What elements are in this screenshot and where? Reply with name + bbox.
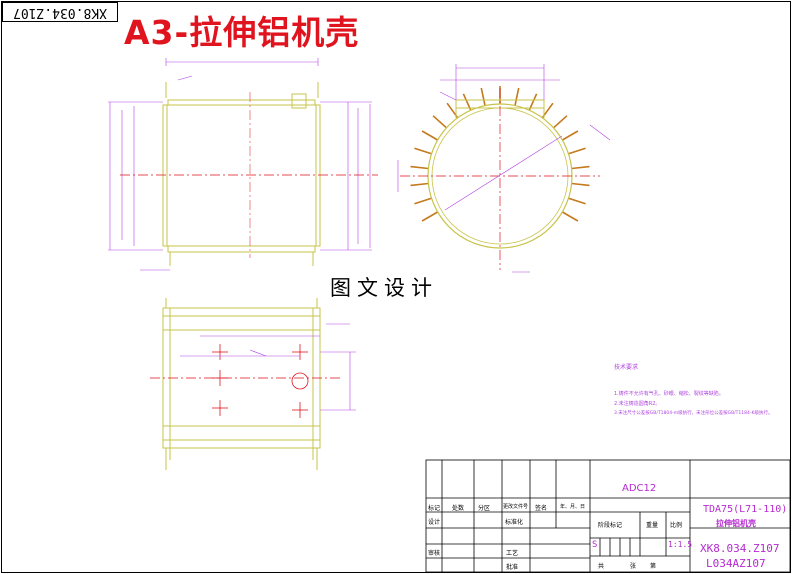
drawing-title: A3-拉伸铝机壳 [124,13,360,52]
cooling-fin [568,197,586,205]
cooling-fin [552,115,568,129]
label-zone: 分区 [478,505,491,512]
cooling-fin [432,115,448,129]
cooling-fin [410,165,429,170]
scale-value: 1:1.5 [668,540,693,549]
title-block-drawing-code: L034AZ107 [706,557,766,570]
title-block-frame [425,459,791,573]
cooling-fin [561,211,579,222]
note-item-2: 2.未注铸造圆角R2。 [614,401,661,407]
label-standardize: 标准化 [505,519,524,526]
top-view [150,298,356,470]
cooling-fin [571,182,590,187]
drawing-number-stamp: XK8.034.Z107 [2,2,118,22]
front-view [108,58,378,271]
label-date: 年、月、日 [560,504,586,510]
label-designer: 设计 [428,519,441,526]
side-view [397,64,611,273]
cooling-fin [414,197,432,205]
cooling-fin [568,147,586,155]
label-scale: 比例 [670,522,683,529]
label-process: 工艺 [506,550,519,557]
label-sheet-total: 共 [598,563,605,570]
title-block-drawing-number: XK8.034.Z107 [700,542,780,555]
cooling-fin [528,93,538,111]
cooling-fin [421,211,439,222]
label-weight: 重量 [646,522,659,529]
cooling-fin [421,130,439,141]
label-approve: 批准 [506,564,519,571]
cooling-fin [414,147,432,155]
cooling-fin [410,182,429,187]
cooling-fin [480,87,486,106]
label-sheet-of: 第 [650,563,657,570]
title-block-drawing-title: TDA75(L71-110) [703,504,788,515]
label-review: 审核 [428,550,441,557]
notes-heading: 技术要求 [614,364,639,371]
note-item-1: 1.铸件不允许有气孔、砂眼、缩松、裂纹等缺陷。 [614,391,724,397]
title-block-part-name: 拉伸铝机壳 [716,519,756,528]
cooling-fin [561,130,579,141]
label-count: 处数 [452,505,465,512]
label-change-doc: 更改文件号 [503,504,529,510]
material-cell: ADC12 [622,483,657,494]
cooling-fin [571,165,590,170]
cooling-fin [514,87,520,106]
cooling-fin [462,93,472,111]
sheet-mark: S [592,540,598,550]
watermark-text: 图文设计 [328,272,440,302]
label-stage-mark: 阶段标记 [598,522,623,529]
label-signature: 签名 [535,505,548,512]
label-mark: 标记 [428,505,441,512]
label-sheet-page: 张 [630,563,637,570]
note-item-3: 3.未注尺寸公差按GB/T1804-m级执行，未注形位公差按GB/T1184-K… [614,411,773,416]
